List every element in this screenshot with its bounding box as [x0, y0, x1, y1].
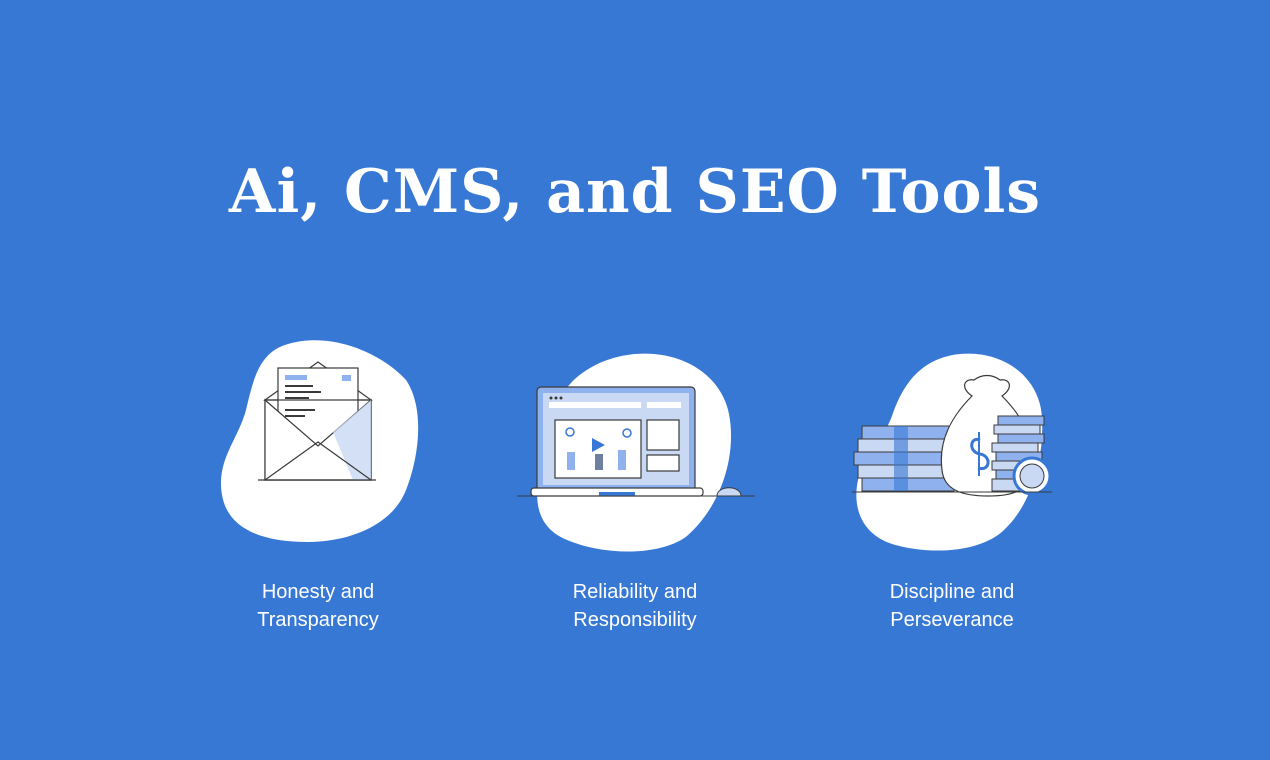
page-title: Ai, CMS, and SEO Tools: [228, 157, 1042, 227]
feature-label-line2: Responsibility: [573, 609, 697, 631]
feature-label-line1: Reliability and: [572, 581, 698, 603]
feature-card-reliability: Reliability and Responsibility: [485, 330, 785, 650]
envelope-letter-icon: [220, 340, 419, 542]
feature-label-line2: Transparency: [257, 609, 379, 631]
money-bag-coins-icon: [852, 353, 1052, 551]
laptop-video-icon: [517, 353, 755, 552]
feature-card-discipline: Discipline and Perseverance: [802, 330, 1102, 650]
feature-label-line1: Discipline and: [889, 581, 1015, 603]
feature-label-line1: Honesty and: [261, 581, 375, 603]
feature-label-line2: Perseverance: [890, 609, 1014, 631]
feature-card-honesty: Honesty and Transparency: [168, 330, 468, 650]
